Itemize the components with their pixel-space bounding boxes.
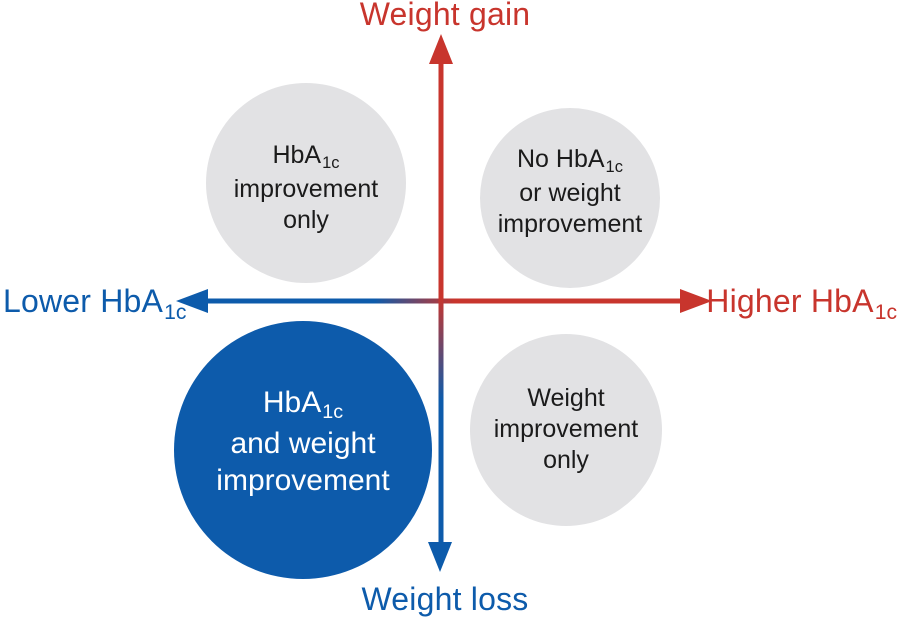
axis-label-weight-gain: Weight gain [359, 0, 531, 32]
axis-label-weight-loss: Weight loss [361, 581, 529, 617]
axis-label-lower-hba1c: Lower HbA1c [3, 282, 186, 325]
axis-label-higher-text: Higher HbA [706, 283, 874, 319]
arrowhead-down-icon [428, 542, 452, 572]
bubble-line: improvement [216, 464, 390, 497]
hba1c-subscript: 1c [605, 158, 623, 177]
bubble-bottom-left-hba1c-and-weight-improvement [174, 321, 432, 579]
bubble-line: only [283, 206, 329, 234]
bubble-top-left-hba1c-improvement-only [206, 83, 406, 283]
axis-label-higher-hba1c: Higher HbA1c [706, 282, 897, 325]
bubble-line: improvement [497, 210, 643, 238]
bubble-label-top-left: HbA1c improvement only [176, 140, 436, 236]
bubble-bottom-right-weight-improvement-only [470, 334, 662, 526]
hba1c-subscript: 1c [322, 154, 340, 173]
bubble-label-bottom-left: HbA1c and weight improvement [163, 384, 443, 499]
bubble-label-bottom-right: Weight improvement only [446, 383, 686, 476]
arrowhead-up-icon [429, 34, 453, 64]
bubble-line: only [543, 446, 589, 474]
hba1c-subscript: 1c [322, 401, 344, 424]
arrowhead-right-icon [680, 289, 712, 313]
hba1c-subscript: 1c [874, 300, 897, 324]
bubble-line: HbA1c [272, 141, 340, 173]
axis-label-lower-text: Lower HbA [3, 283, 164, 319]
hba1c-subscript: 1c [164, 300, 187, 324]
bubble-label-top-right: No HbA1c or weight improvement [450, 144, 690, 240]
arrowhead-left-icon [176, 289, 208, 313]
bubble-line: Weight [527, 384, 605, 412]
bubble-line: improvement [493, 415, 639, 443]
bubble-line: and weight [230, 427, 376, 460]
bubble-line: HbA1c [262, 386, 344, 424]
bubble-line: improvement [233, 175, 379, 203]
bubble-line: or weight [519, 179, 621, 207]
bubble-top-right-no-improvement [480, 108, 660, 288]
bubble-line: No HbA1c [517, 145, 623, 177]
